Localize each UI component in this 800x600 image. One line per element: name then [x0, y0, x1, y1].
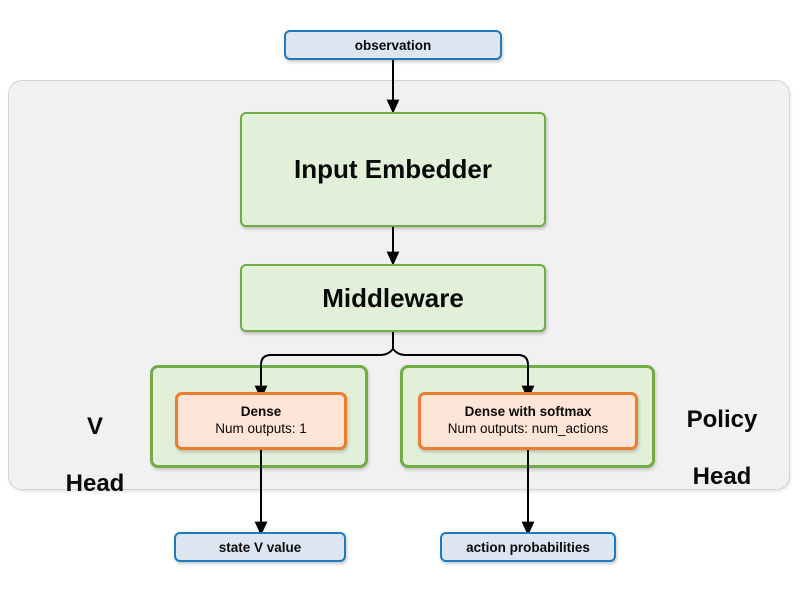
node-observation[interactable]: observation	[284, 30, 502, 60]
v-head-label-line1: V	[86, 413, 103, 441]
node-policy-dense-title: Dense with softmax	[464, 404, 592, 420]
policy-head-label: Policy Head	[662, 378, 782, 491]
node-state-v-value-label: state V value	[218, 539, 302, 555]
policy-head-label-line1: Policy	[686, 406, 758, 434]
node-policy-dense[interactable]: Dense with softmax Num outputs: num_acti…	[418, 392, 638, 450]
v-head-label-line2: Head	[65, 469, 125, 497]
node-middleware-label: Middleware	[322, 282, 464, 313]
node-middleware[interactable]: Middleware	[240, 264, 546, 332]
policy-head-label-line2: Head	[692, 462, 752, 490]
node-input-embedder-label: Input Embedder	[294, 154, 492, 184]
node-action-probabilities-label: action probabilities	[466, 539, 590, 555]
node-observation-label: observation	[354, 37, 432, 53]
v-head-label: V Head	[40, 385, 150, 498]
node-v-dense[interactable]: Dense Num outputs: 1	[175, 392, 347, 450]
node-v-dense-subtitle: Num outputs: 1	[215, 421, 307, 436]
node-action-probabilities[interactable]: action probabilities	[440, 532, 616, 562]
node-v-dense-title: Dense	[240, 404, 282, 420]
node-input-embedder[interactable]: Input Embedder	[240, 112, 546, 227]
node-policy-dense-subtitle: Num outputs: num_actions	[447, 421, 609, 436]
node-state-v-value[interactable]: state V value	[174, 532, 346, 562]
